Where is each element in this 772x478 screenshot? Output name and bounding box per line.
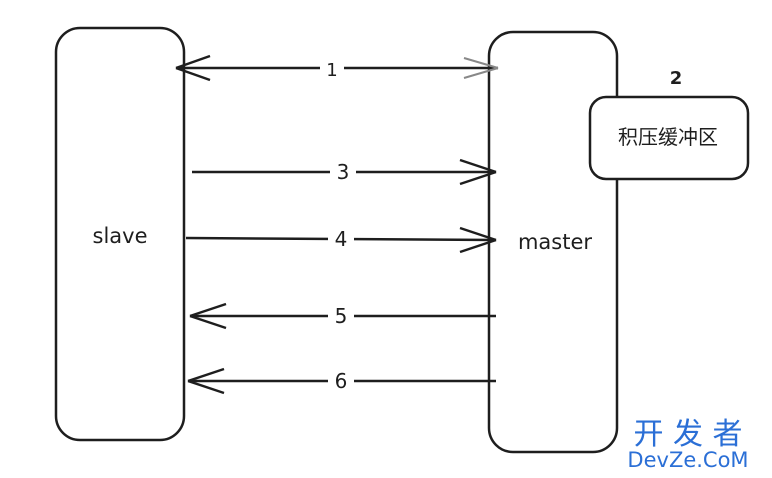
arrow-4-label: 4 — [335, 227, 348, 251]
master-label: master — [518, 230, 592, 254]
buffer-box[interactable] — [588, 95, 750, 181]
watermark-en: DevZe.CoM — [627, 448, 748, 472]
arrow-4 — [185, 226, 497, 254]
arrow-3-label: 3 — [337, 160, 350, 184]
arrow-5 — [189, 302, 496, 330]
arrow-6-label: 6 — [335, 369, 348, 393]
arrow-6 — [187, 367, 496, 395]
buffer-label: 积压缓冲区 — [618, 125, 718, 149]
arrow-5-label: 5 — [335, 304, 348, 328]
watermark-cn: 开 发 者 — [633, 417, 742, 452]
slave-box[interactable] — [54, 26, 186, 442]
arrow-1 — [175, 54, 499, 82]
slave-label: slave — [93, 224, 148, 248]
arrow-3 — [192, 158, 497, 186]
arrow-1-label: 1 — [326, 60, 337, 81]
buffer-step-label: 2 — [670, 68, 683, 89]
